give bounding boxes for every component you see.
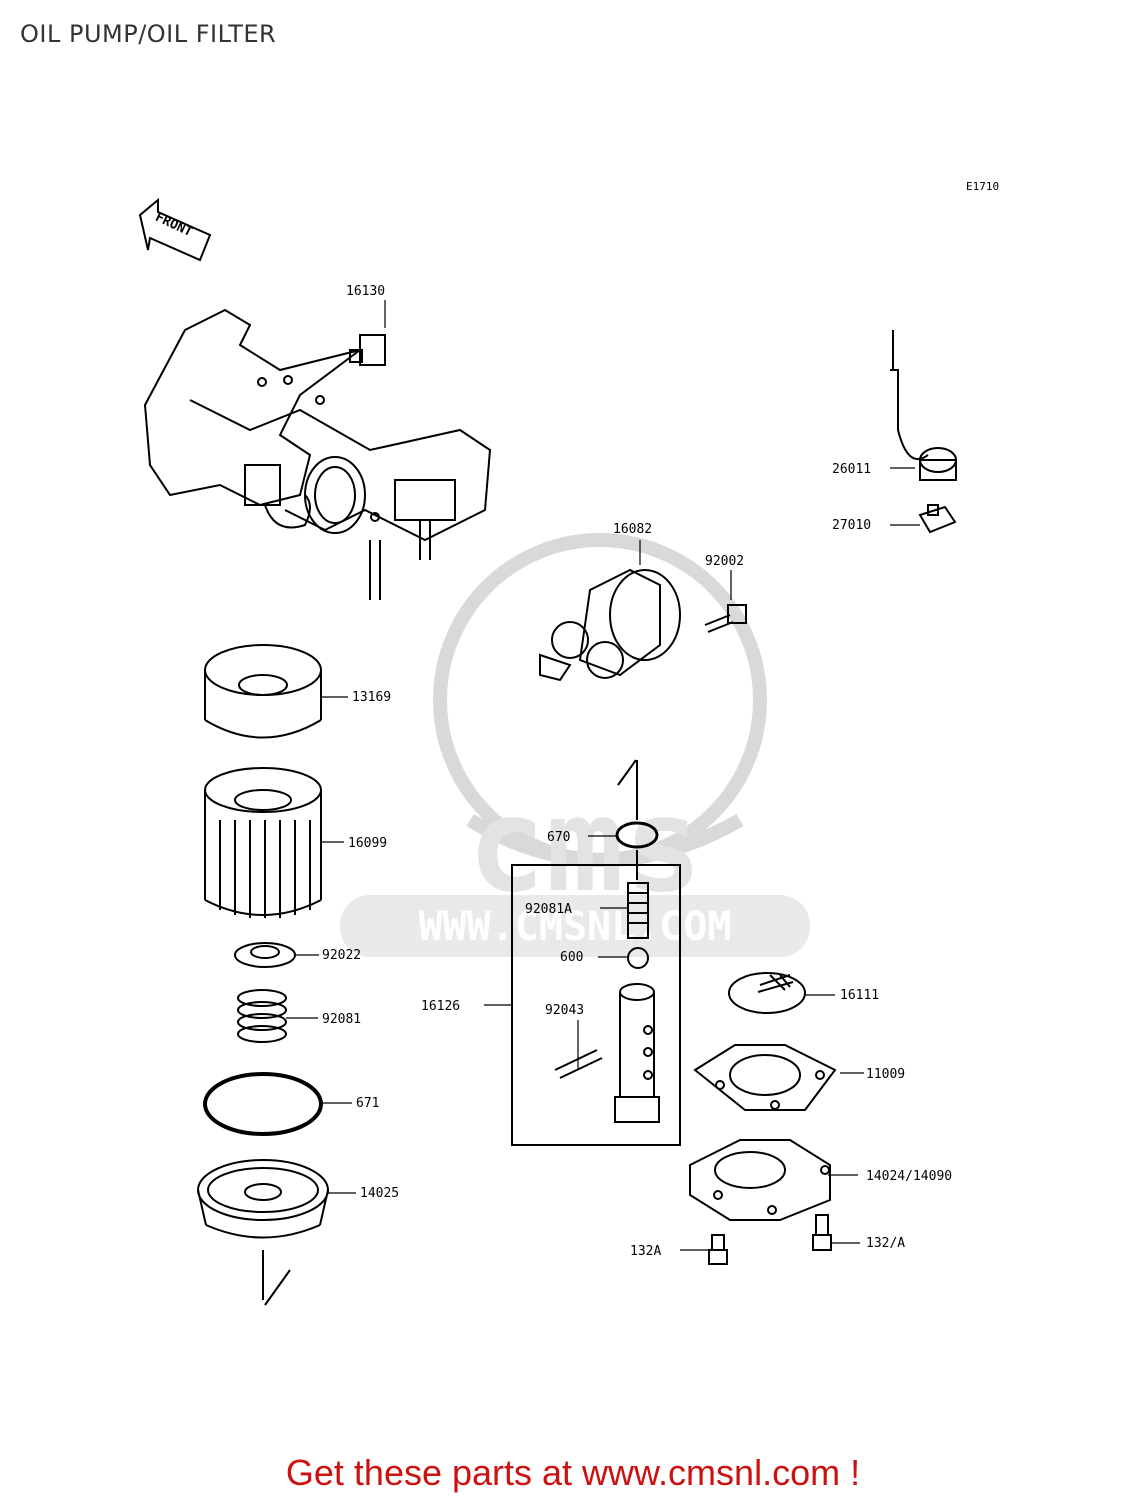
part-label: 26011: [832, 462, 871, 477]
part-label: 670: [547, 830, 570, 845]
valve-body: [614, 983, 660, 1123]
part-label: 14025: [360, 1186, 399, 1201]
spring-92081A: [627, 882, 649, 939]
filter-cover-14025: [197, 1159, 329, 1306]
oil-pressure-switch: [890, 330, 957, 534]
bolt-132-A: [812, 1214, 832, 1251]
crankcase-illustration: [143, 308, 492, 600]
part-label: 600: [560, 950, 583, 965]
watermark-url: WWW.CMSNL.COM: [418, 904, 731, 950]
part-label: 132/A: [866, 1236, 905, 1251]
part-label: 16082: [613, 522, 652, 537]
screen-16111: [728, 972, 806, 1014]
diagram-code: E1710: [966, 180, 999, 193]
part-label: 13169: [352, 690, 391, 705]
pump-cover-14024: [689, 1139, 831, 1221]
part-label: 27010: [832, 518, 871, 533]
fitting-16130: [349, 334, 386, 366]
part-label: 671: [356, 1096, 379, 1111]
part-label: 16130: [346, 284, 385, 299]
part-label: 92081A: [525, 902, 572, 917]
part-label: 16099: [348, 836, 387, 851]
gasket-11009: [693, 1044, 837, 1111]
bolt-92002: [704, 604, 747, 633]
part-label: 16126: [421, 999, 460, 1014]
front-arrow-icon: FRONT: [138, 197, 212, 262]
footer-link[interactable]: Get these parts at www.cmsnl.com !: [285, 1452, 861, 1493]
o-ring-670: [615, 821, 659, 849]
o-ring-671: [203, 1072, 323, 1136]
leader-lines: [286, 300, 920, 1251]
part-label: 92002: [705, 554, 744, 569]
spring-92081: [237, 989, 287, 1043]
pin-92043: [554, 1049, 603, 1079]
part-label: 11009: [866, 1067, 905, 1082]
washer-92022: [234, 942, 296, 968]
oil-filter-16099: [204, 767, 322, 918]
part-label: 92022: [322, 948, 361, 963]
watermark: [433, 533, 767, 867]
ball-600: [627, 947, 649, 969]
part-label: 92081: [322, 1012, 361, 1027]
part-label: 16111: [840, 988, 879, 1003]
part-label: 132A: [630, 1244, 661, 1259]
bolt-132A: [708, 1234, 728, 1265]
parts-diagram: cms WWW.CMSNL.COM E1710 FRONT: [138, 180, 999, 1306]
page-title: OIL PUMP/OIL FILTER: [20, 20, 277, 48]
oil-pump-illustration: [539, 568, 681, 682]
filter-13169: [204, 644, 322, 739]
part-label: 92043: [545, 1003, 584, 1018]
part-label: 14024/14090: [866, 1169, 952, 1184]
